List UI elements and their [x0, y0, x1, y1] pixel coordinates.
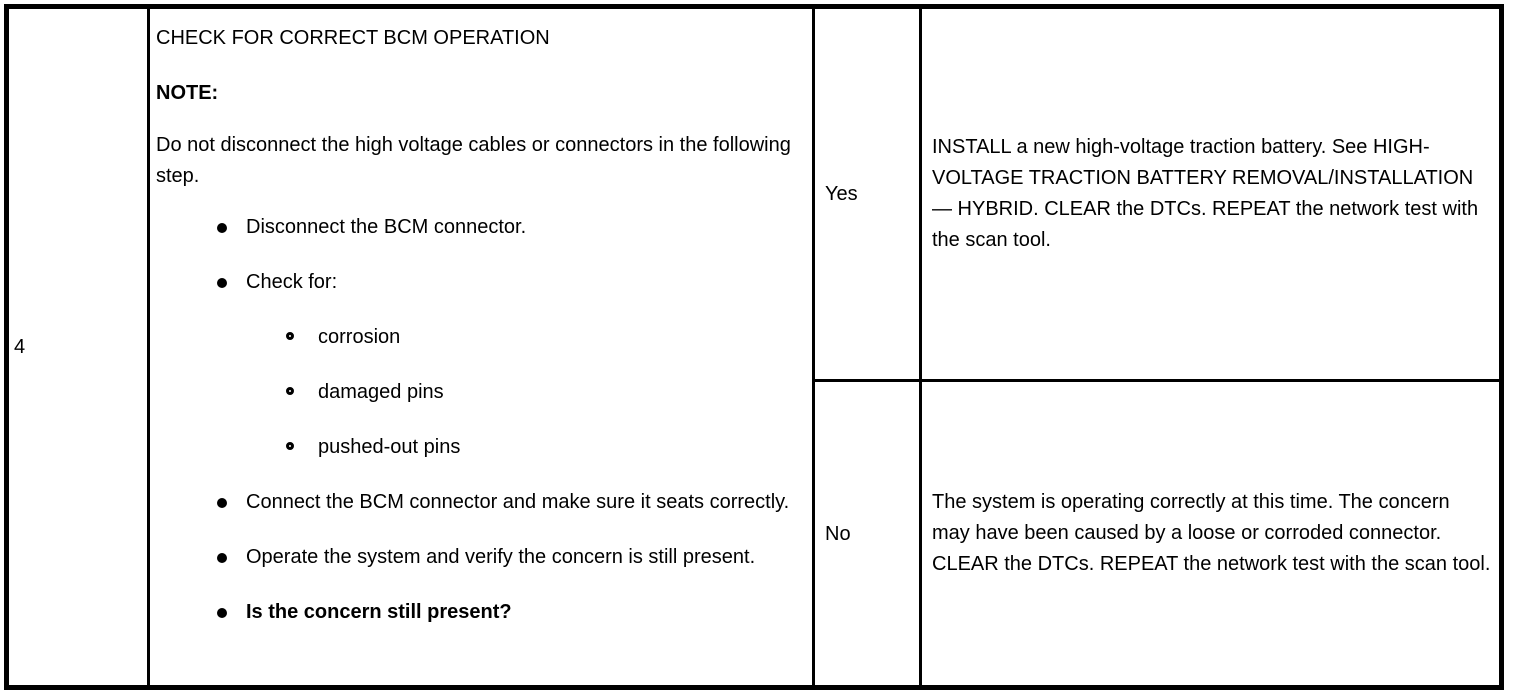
bullet-item-question: Is the concern still present? [156, 597, 802, 628]
row-divider-yes-no [812, 379, 1499, 382]
sub-bullet-item: damaged pins [246, 377, 802, 408]
bullet-label: Disconnect the BCM connector. [246, 216, 527, 238]
result-action-cell-yes: INSTALL a new high-voltage traction batt… [922, 9, 1499, 379]
filled-bullet-icon [217, 498, 227, 508]
sub-bullet-label: damaged pins [318, 381, 444, 403]
filled-bullet-icon [217, 608, 227, 618]
result-action-text-no: The system is operating correctly at thi… [932, 491, 1491, 575]
bullet-item: Operate the system and verify the concer… [156, 542, 802, 573]
sub-bullet-label: corrosion [318, 326, 401, 348]
hollow-bullet-icon [286, 442, 294, 450]
filled-bullet-icon [217, 553, 227, 563]
result-label-no: No [825, 522, 851, 545]
result-label-cell-yes: Yes [815, 9, 919, 379]
result-action-text-yes: INSTALL a new high-voltage traction batt… [932, 136, 1479, 251]
column-divider-step [147, 9, 150, 685]
procedure-cell: CHECK FOR CORRECT BCM OPERATION NOTE: Do… [150, 9, 812, 685]
bullet-label: Is the concern still present? [246, 601, 512, 623]
sub-bullet-item: pushed-out pins [246, 432, 802, 463]
step-number: 4 [14, 336, 26, 358]
result-label-cell-no: No [815, 382, 919, 685]
bullet-item: Disconnect the BCM connector. [156, 212, 802, 243]
filled-bullet-icon [217, 223, 227, 233]
filled-bullet-icon [217, 278, 227, 288]
bullet-label: Check for: [246, 271, 338, 293]
bullet-item: Connect the BCM connector and make sure … [156, 487, 802, 518]
step-number-cell: 4 [9, 9, 147, 685]
result-action-cell-no: The system is operating correctly at thi… [922, 382, 1499, 685]
hollow-bullet-icon [286, 332, 294, 340]
procedure-sub-bullet-list: corrosion damaged pins pushed-out pins [246, 322, 802, 463]
hollow-bullet-icon [286, 387, 294, 395]
bullet-label: Connect the BCM connector and make sure … [246, 491, 790, 513]
column-divider-action [919, 9, 922, 685]
note-body: Do not disconnect the high voltage cable… [156, 134, 791, 187]
column-divider-result [812, 9, 815, 685]
diagnostic-step-table: 4 CHECK FOR CORRECT BCM OPERATION NOTE: … [4, 4, 1504, 690]
bullet-label: Operate the system and verify the concer… [246, 546, 756, 568]
note-heading: NOTE: [156, 82, 219, 104]
sub-bullet-label: pushed-out pins [318, 436, 461, 458]
bullet-item: Check for: corrosion damaged pins pus [156, 267, 802, 463]
procedure-title: CHECK FOR CORRECT BCM OPERATION [156, 27, 550, 49]
sub-bullet-item: corrosion [246, 322, 802, 353]
procedure-bullet-list: Disconnect the BCM connector. Check for:… [156, 212, 802, 628]
result-label-yes: Yes [825, 183, 858, 205]
